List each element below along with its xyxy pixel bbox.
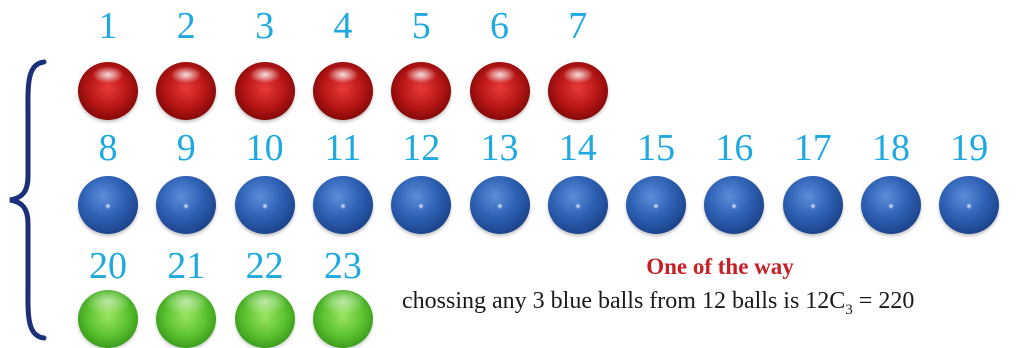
blue-ball	[783, 176, 843, 234]
blue-ball	[391, 176, 451, 234]
ball-number: 5	[389, 6, 453, 46]
green-ball	[235, 290, 295, 348]
red-ball	[548, 62, 608, 120]
ball-number: 1	[76, 6, 140, 46]
ball-number: 6	[468, 6, 532, 46]
ball-number: 10	[233, 128, 297, 168]
blue-ball	[313, 176, 373, 234]
ball-number: 23	[311, 246, 375, 286]
ball-number: 3	[233, 6, 297, 46]
ball-number: 18	[859, 128, 923, 168]
ball-number: 9	[154, 128, 218, 168]
ball-number: 8	[76, 128, 140, 168]
ball-number: 11	[311, 128, 375, 168]
caption-text-main: chossing any 3 blue balls from 12 balls …	[402, 288, 845, 314]
green-ball	[78, 290, 138, 348]
caption-subscript: 3	[845, 302, 853, 318]
red-ball	[391, 62, 451, 120]
ball-number: 4	[311, 6, 375, 46]
red-ball	[78, 62, 138, 120]
red-ball	[470, 62, 530, 120]
ball-number: 7	[546, 6, 610, 46]
green-ball	[313, 290, 373, 348]
ball-number: 13	[468, 128, 532, 168]
blue-ball	[235, 176, 295, 234]
caption-text-result: = 220	[853, 288, 915, 314]
blue-ball	[548, 176, 608, 234]
ball-number: 2	[154, 6, 218, 46]
blue-ball	[861, 176, 921, 234]
ball-number: 15	[624, 128, 688, 168]
red-ball	[313, 62, 373, 120]
blue-ball	[626, 176, 686, 234]
ball-number: 21	[154, 246, 218, 286]
ball-number: 14	[546, 128, 610, 168]
curly-brace	[6, 58, 50, 342]
blue-ball	[78, 176, 138, 234]
ball-number: 17	[781, 128, 845, 168]
green-ball	[156, 290, 216, 348]
ball-number: 16	[702, 128, 766, 168]
ball-number: 19	[937, 128, 1001, 168]
ball-number: 20	[76, 246, 140, 286]
blue-ball	[156, 176, 216, 234]
ball-number: 22	[233, 246, 297, 286]
red-ball	[156, 62, 216, 120]
blue-ball	[939, 176, 999, 234]
caption-text: chossing any 3 blue balls from 12 balls …	[402, 288, 914, 319]
blue-ball	[704, 176, 764, 234]
blue-ball	[470, 176, 530, 234]
red-ball	[235, 62, 295, 120]
caption-title: One of the way	[560, 254, 880, 280]
ball-number: 12	[389, 128, 453, 168]
